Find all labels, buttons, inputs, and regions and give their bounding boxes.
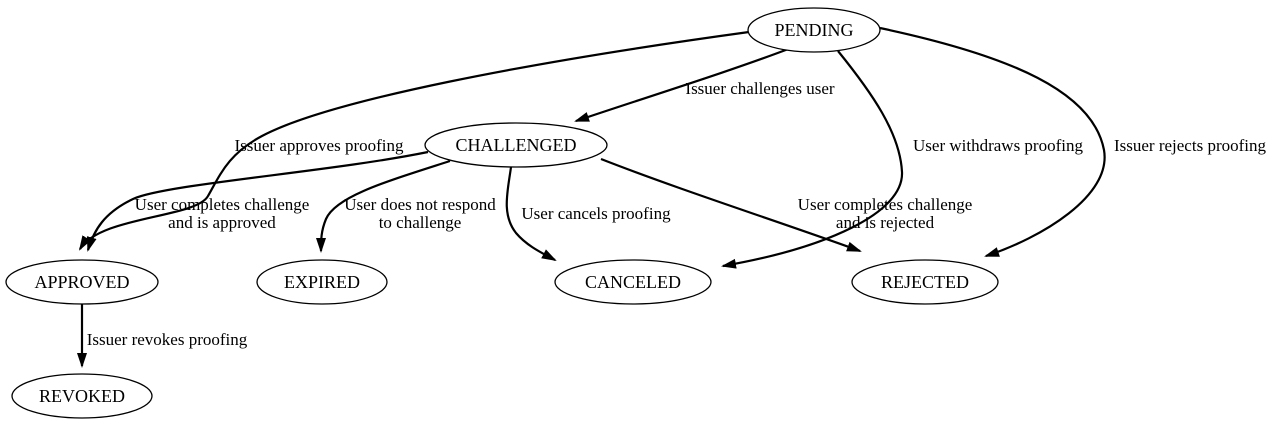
edge-challenged-approved <box>86 150 429 252</box>
edge-label-line: and is approved <box>168 213 276 232</box>
nodes-layer: PENDING CHALLENGED APPROVED EXPIRED CANCELED… <box>5 7 999 419</box>
edge-label-line: Issuer revokes proofing <box>87 330 248 349</box>
edge-challenged-expired <box>316 159 451 253</box>
edge-label-pending-approved: Issuer approves proofing <box>234 136 404 155</box>
edge-label-pending-challenged: Issuer challenges user <box>685 79 835 98</box>
state-label-revoked: REVOKED <box>39 386 125 406</box>
state-ellipse-pending <box>747 7 881 53</box>
state-ellipse-approved <box>5 259 159 305</box>
state-node-rejected: REJECTED <box>851 259 999 305</box>
state-ellipse-challenged <box>424 122 608 168</box>
edge-pending-canceled <box>721 50 904 269</box>
edge-label-line: Issuer approves proofing <box>234 136 404 155</box>
edge-label-line: User does not respond <box>344 195 496 214</box>
state-ellipse-canceled <box>554 259 712 305</box>
edge-challenged-rejected <box>600 157 862 253</box>
state-label-challenged: CHALLENGED <box>456 135 577 155</box>
state-label-pending: PENDING <box>775 20 854 40</box>
edge-label-approved-revoked: Issuer revokes proofing <box>87 330 248 349</box>
edge-label-challenged-canceled: User cancels proofing <box>521 204 671 223</box>
state-node-revoked: REVOKED <box>11 373 153 419</box>
state-ellipse-revoked <box>11 373 153 419</box>
state-node-canceled: CANCELED <box>554 259 712 305</box>
edge-label-line: and is rejected <box>836 213 935 232</box>
edge-label-line: User cancels proofing <box>521 204 671 223</box>
edge-pending-challenged <box>574 46 792 123</box>
edge-pending-approved <box>78 30 750 251</box>
edge-label-line: Issuer challenges user <box>685 79 835 98</box>
state-node-pending: PENDING <box>747 7 881 53</box>
state-label-rejected: REJECTED <box>881 272 969 292</box>
state-ellipse-rejected <box>851 259 999 305</box>
edge-label-line: Issuer rejects proofing <box>1114 136 1267 155</box>
state-node-challenged: CHALLENGED <box>424 122 608 168</box>
edge-label-line: to challenge <box>379 213 462 232</box>
edge-label-pending-canceled: User withdraws proofing <box>913 136 1083 155</box>
state-label-expired: EXPIRED <box>284 272 360 292</box>
edge-pending-rejected <box>879 26 1106 258</box>
edge-challenged-canceled <box>505 166 557 261</box>
edges-layer <box>77 26 1106 368</box>
edge-label-line: User completes challenge <box>135 195 310 214</box>
state-node-approved: APPROVED <box>5 259 159 305</box>
edge-label-pending-rejected: Issuer rejects proofing <box>1114 136 1267 155</box>
state-ellipse-expired <box>256 259 388 305</box>
state-label-approved: APPROVED <box>34 272 129 292</box>
state-node-expired: EXPIRED <box>256 259 388 305</box>
state-label-canceled: CANCELED <box>585 272 681 292</box>
edge-label-line: User completes challenge <box>798 195 973 214</box>
edge-label-line: User withdraws proofing <box>913 136 1083 155</box>
